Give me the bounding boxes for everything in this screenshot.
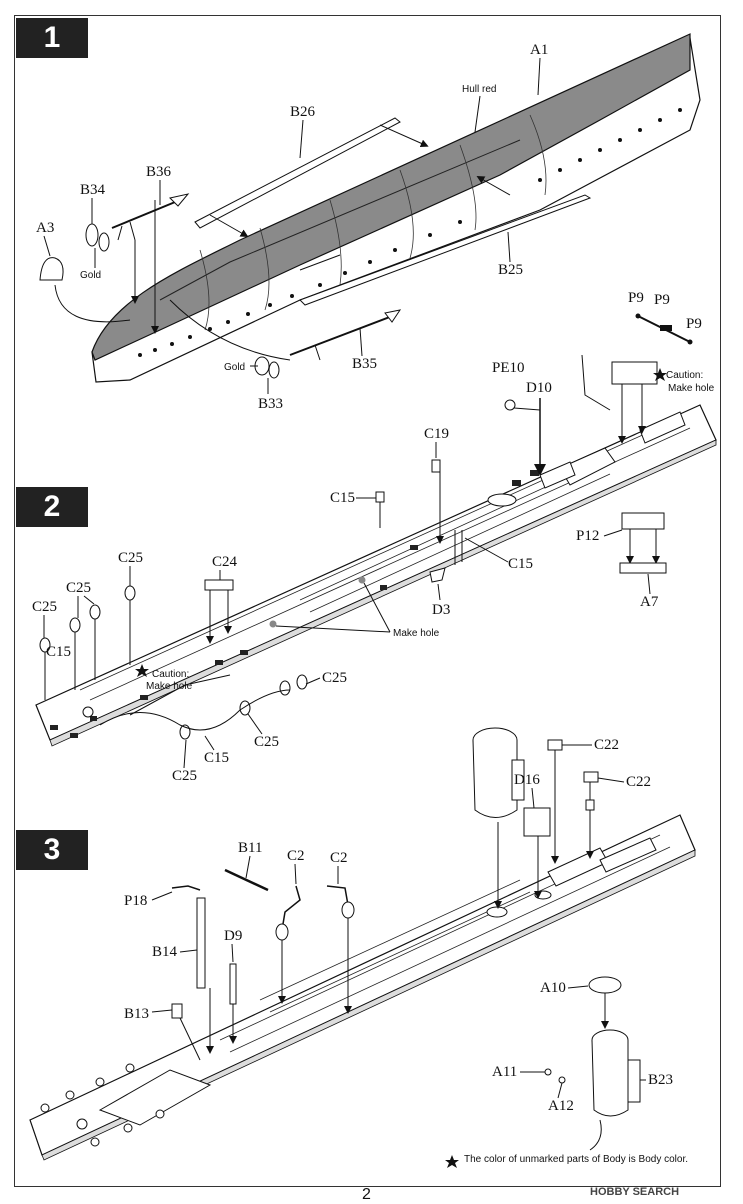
part-d9 [229,963,237,1044]
part-b11 [224,868,269,892]
caution-1: Caution: [666,370,703,381]
part-b13 [171,1003,201,1061]
part-p18 [171,885,201,891]
label-c25-left: C25 [32,599,57,615]
part-a7 [619,562,667,574]
label-a3: A3 [36,220,54,236]
label-b11: B11 [238,840,262,856]
label-p12: P12 [576,528,599,544]
part-c15-mid [454,530,463,565]
step-3-badge: 3 [16,830,88,870]
label-d16: D16 [514,772,540,788]
part-a11 [544,1068,552,1076]
step-1-badge: 1 [16,18,88,58]
label-c15-1: C15 [330,490,355,506]
label-b36: B36 [146,164,172,180]
part-p12 [621,512,665,564]
label-c2-2: C2 [330,850,348,866]
part-c2-left [275,885,301,1004]
label-c24: C24 [212,554,238,570]
part-b14 [196,897,214,1054]
label-b23: B23 [648,1072,673,1088]
main-deck-step2 [35,404,717,747]
label-pe10: PE10 [492,360,525,376]
label-b25: B25 [498,262,523,278]
funnel-upper [472,727,525,909]
shaft-b35 [289,309,402,361]
main-deck-step3 [29,814,696,1161]
part-c15-upper [375,491,385,528]
make-hole-3: Make hole [146,681,193,692]
footer-note: The color of unmarked parts of Body is B… [464,1154,688,1165]
part-c2-right [326,885,355,1014]
part-railing-top [581,354,658,444]
part-b26 [194,117,401,229]
caution-2: Caution: [152,669,189,680]
label-a7: A7 [640,594,659,610]
label-b14: B14 [152,944,178,960]
porthole-row [138,108,682,357]
label-b26: B26 [290,104,316,120]
propeller-b34 [85,223,110,252]
label-a11: A11 [492,1064,517,1080]
label-c25-right: C25 [322,670,347,686]
label-c25-top: C25 [118,550,143,566]
label-d9: D9 [224,928,242,944]
part-c19 [431,459,444,544]
label-b13: B13 [124,1006,149,1022]
part-d16 [523,807,551,899]
part-c24 [204,579,234,644]
label-c25-bottom: C25 [254,734,279,750]
star-icon [653,368,667,381]
star-icon [445,1155,459,1168]
label-c25-low: C25 [172,768,197,784]
label-c15-2: C15 [508,556,533,572]
label-a12: A12 [548,1098,574,1114]
part-p10 [635,313,693,345]
label-gold-2: Gold [224,362,245,373]
label-c22-2: C22 [626,774,651,790]
label-b35: B35 [352,356,377,372]
part-d3 [429,567,446,583]
make-hole-1: Make hole [668,383,715,394]
label-c19: C19 [424,426,449,442]
funnel-lower [588,976,641,1151]
label-hull-red: Hull red [462,84,496,95]
label-c25-mid: C25 [66,580,91,596]
label-b33: B33 [258,396,283,412]
part-pe10 [504,399,541,411]
page-number: 2 [362,1186,371,1203]
watermark: HOBBY SEARCH [590,1186,680,1198]
label-d3: D3 [432,602,450,618]
hull-assembly [91,33,701,383]
label-p9-1: P9 [628,290,644,306]
part-a3 [39,257,131,323]
make-hole-2: Make hole [393,628,440,639]
label-a10: A10 [540,980,566,996]
shaft-b36 [111,193,190,241]
label-p18: P18 [124,893,147,909]
label-c2-1: C2 [287,848,305,864]
label-c15-4: C15 [204,750,229,766]
star-icon [135,664,149,677]
part-a12 [558,1076,566,1084]
label-p10: P9 [654,292,670,308]
label-c22-1: C22 [594,737,619,753]
label-c15-3: C15 [46,644,71,660]
step-2-badge: 2 [16,487,88,527]
label-d10: D10 [526,380,552,396]
label-gold-1: Gold [80,270,101,281]
label-b34: B34 [80,182,106,198]
propeller-b33 [254,356,280,379]
part-c22 [547,739,599,864]
part-b25 [299,194,592,306]
rail-runs [99,674,291,731]
label-p9-2: P9 [686,316,702,332]
label-a1: A1 [530,42,548,58]
